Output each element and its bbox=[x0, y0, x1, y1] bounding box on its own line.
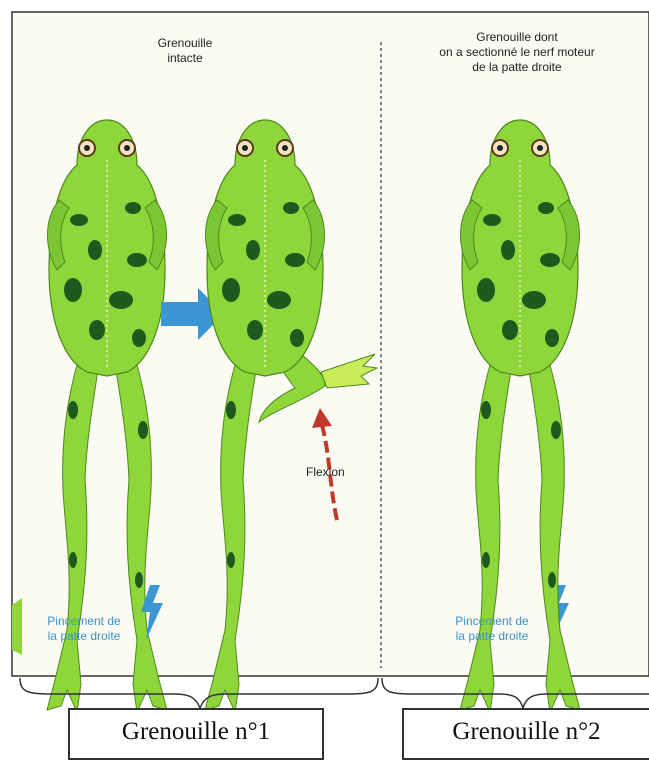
pinch-label-right: Pincement de la patte droite bbox=[436, 614, 548, 644]
pinch-label-left: Pincement de la patte droite bbox=[28, 614, 140, 644]
frog-2-label: Grenouille n°2 bbox=[402, 717, 649, 747]
pinch-line: Pincement de bbox=[436, 614, 548, 629]
pinch-line: Pincement de bbox=[28, 614, 140, 629]
title-line: on a sectionné le nerf moteur bbox=[392, 45, 642, 60]
title-frog-severed: Grenouille dont on a sectionné le nerf m… bbox=[392, 30, 642, 75]
flexion-label: Flexion bbox=[306, 465, 345, 479]
title-line: Grenouille dont bbox=[392, 30, 642, 45]
pinch-line: la patte droite bbox=[436, 629, 548, 644]
left-edge-accent bbox=[12, 598, 22, 655]
title-line: de la patte droite bbox=[392, 60, 642, 75]
title-line: intacte bbox=[120, 51, 250, 66]
title-frog-intact: Grenouille intacte bbox=[120, 36, 250, 66]
frog-1-label: Grenouille n°1 bbox=[68, 717, 324, 747]
title-line: Grenouille bbox=[120, 36, 250, 51]
brace-frog-2 bbox=[382, 678, 649, 708]
pinch-line: la patte droite bbox=[28, 629, 140, 644]
